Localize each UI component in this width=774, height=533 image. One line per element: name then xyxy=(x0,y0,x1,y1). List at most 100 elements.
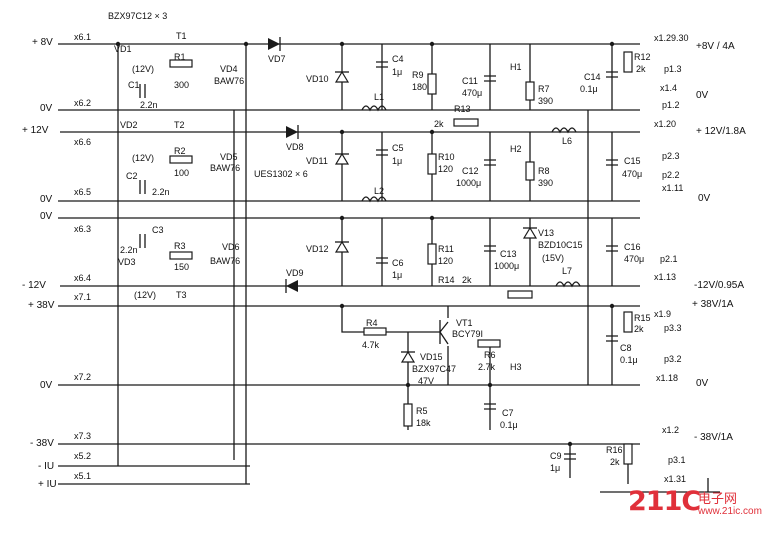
label-vd10: VD10 xyxy=(306,74,329,84)
label-r9-value: 180 xyxy=(412,82,428,92)
terminal-pin-p3-1: p3.1 xyxy=(668,455,686,465)
label-c11: C11 xyxy=(462,76,478,86)
terminal-label-0v-1: 0V xyxy=(40,103,53,114)
label-vd8: VD8 xyxy=(286,142,304,152)
watermark-main: 211C xyxy=(628,486,701,517)
terminal-pin-x1-9: x1.9 xyxy=(654,309,672,319)
terminal-label-out-minus-38v: - 38V/1A xyxy=(694,432,733,443)
label-vd4: VD4 xyxy=(220,64,238,74)
terminal-label-minus-iu: - IU xyxy=(38,461,55,472)
terminal-pin-x7-2: x7.2 xyxy=(74,372,92,382)
label-vd15: VD15 xyxy=(420,352,443,362)
label-r1: R1 xyxy=(174,52,186,62)
label-v13-part: BZD10C15 xyxy=(538,240,583,250)
terminal-label-out-8v: +8V / 4A xyxy=(696,41,735,52)
terminal-label-out-0v-3: 0V xyxy=(696,378,709,389)
terminal-label-0v-3: 0V xyxy=(40,211,53,222)
terminal-pin-p1-2: p1.2 xyxy=(662,100,680,110)
label-c16-value: 470μ xyxy=(624,254,645,264)
label-r3-value: 150 xyxy=(174,262,190,272)
label-vd1: VD1 xyxy=(114,44,132,54)
junctions xyxy=(115,41,615,447)
terminal-label-plus-iu: + IU xyxy=(38,479,57,490)
terminal-pin-x1-29-30: x1.29.30 xyxy=(654,33,689,43)
terminal-pin-x6-1: x6.1 xyxy=(74,32,92,42)
label-t3: T3 xyxy=(176,290,187,300)
label-c5: C5 xyxy=(392,143,404,153)
label-h2: H2 xyxy=(510,144,522,154)
label-vt1-part: BCY79I xyxy=(452,329,484,339)
label-c15-value: 470μ xyxy=(622,169,643,179)
label-r16: R16 xyxy=(606,445,623,455)
label-z2: (12V) xyxy=(132,153,155,163)
label-vd15-voltage: 47V xyxy=(418,376,435,386)
label-vd12: VD12 xyxy=(306,244,329,254)
terminal-label-out-0v-1: 0V xyxy=(696,90,709,101)
label-l2: L2 xyxy=(374,186,385,196)
watermark-logo: 211C 电子网 www.21ic.com xyxy=(628,486,768,526)
terminal-pin-x1-13: x1.13 xyxy=(654,272,677,282)
label-r2: R2 xyxy=(174,146,186,156)
label-r16-value: 2k xyxy=(610,457,620,467)
label-l7: L7 xyxy=(562,266,573,276)
label-c4-value: 1μ xyxy=(392,67,403,77)
terminal-pin-p3-2: p3.2 xyxy=(664,354,682,364)
label-r12-value: 2k xyxy=(636,64,646,74)
label-c7-value: 0.1μ xyxy=(500,420,518,430)
label-r11: R11 xyxy=(438,244,454,254)
terminal-label-plus-38v: + 38V xyxy=(28,300,55,311)
label-c13: C13 xyxy=(500,249,517,259)
label-r1-value: 300 xyxy=(174,80,190,90)
label-c16: C16 xyxy=(624,242,641,252)
label-c7: C7 xyxy=(502,408,514,418)
label-ues: UES1302 × 6 xyxy=(254,169,308,179)
terminal-pin-x1-20: x1.20 xyxy=(654,119,677,129)
label-baw1: BAW76 xyxy=(214,76,245,86)
label-vd11: VD11 xyxy=(306,156,328,166)
terminal-label-minus-12v: - 12V xyxy=(22,280,46,291)
label-r12: R12 xyxy=(634,52,651,62)
terminal-pin-x6-2: x6.2 xyxy=(74,98,92,108)
label-c1: C1 xyxy=(128,80,140,90)
wiring xyxy=(58,43,720,493)
watermark-cn: 电子网 xyxy=(698,491,738,506)
label-c6-value: 1μ xyxy=(392,270,403,280)
label-r13-value: 2k xyxy=(434,119,444,129)
label-vd7: VD7 xyxy=(268,54,286,64)
terminal-pin-x7-3: x7.3 xyxy=(74,431,92,441)
label-r5: R5 xyxy=(416,406,428,416)
terminal-pin-x7-1: x7.1 xyxy=(74,292,92,302)
label-r14: R14 xyxy=(438,275,455,285)
label-vt1: VT1 xyxy=(456,318,473,328)
label-z3: (12V) xyxy=(134,290,157,300)
terminal-label-minus-38v: - 38V xyxy=(30,438,54,449)
label-vd5: VD5 xyxy=(220,152,238,162)
label-c13-value: 1000μ xyxy=(494,261,520,271)
label-r13: R13 xyxy=(454,104,471,114)
label-r8: R8 xyxy=(538,166,550,176)
terminal-pin-x6-5: x6.5 xyxy=(74,187,92,197)
label-bzx-top: BZX97C12 × 3 xyxy=(108,11,168,21)
terminal-pin-x5-2: x5.2 xyxy=(74,451,92,461)
label-z1: (12V) xyxy=(132,64,155,74)
terminal-pin-p1-3: p1.3 xyxy=(664,64,682,74)
label-r7-value: 390 xyxy=(538,96,554,106)
terminal-pin-p2-2: p2.2 xyxy=(662,170,680,180)
terminal-label-out-plus-38v: + 38V/1A xyxy=(692,299,734,310)
terminal-label-plus-8v: + 8V xyxy=(32,37,53,48)
label-vd3: VD3 xyxy=(118,257,136,267)
label-r5-value: 18k xyxy=(416,418,431,428)
label-r14-value: 2k xyxy=(462,275,472,285)
label-c4: C4 xyxy=(392,54,404,64)
label-r6-value: 2.7k xyxy=(478,362,496,372)
terminal-pin-x6-4: x6.4 xyxy=(74,273,92,283)
label-c2: C2 xyxy=(126,171,138,181)
label-r4-value: 4.7k xyxy=(362,340,380,350)
label-c2-value: 2.2n xyxy=(152,187,170,197)
label-c5-value: 1μ xyxy=(392,156,403,166)
label-vd9: VD9 xyxy=(286,268,304,278)
terminal-label-0v-2: 0V xyxy=(40,194,53,205)
label-vd6: VD6 xyxy=(222,242,240,252)
terminal-pin-x1-2: x1.2 xyxy=(662,425,680,435)
